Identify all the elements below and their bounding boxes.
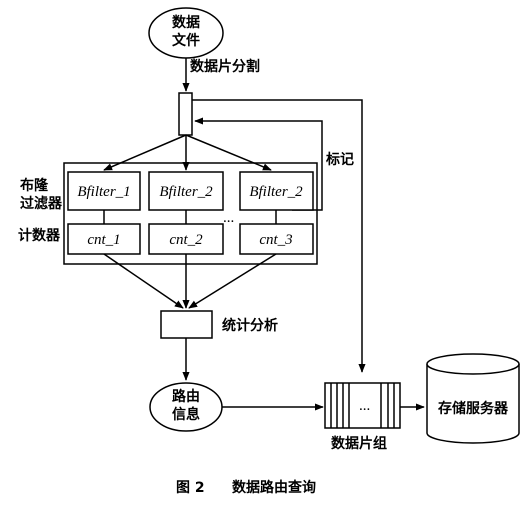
bloom-label: 布隆过滤器 xyxy=(20,177,63,212)
data-slice-group: ... xyxy=(324,382,401,429)
route-info-line1: 路由 xyxy=(172,388,200,405)
route-info-node: 路由信息 xyxy=(149,382,223,432)
stats-box xyxy=(160,310,213,339)
bfilter-2-label: Bfilter_2 xyxy=(159,184,213,200)
data-file-label: 数据文件 xyxy=(172,14,200,49)
split-label: 数据片分割 xyxy=(190,58,260,75)
storage-label: 存储服务器 xyxy=(438,400,509,417)
splitter-block xyxy=(178,92,193,136)
figure-title: 数据路由查询 xyxy=(232,479,316,496)
arrow-to-bfilter-1 xyxy=(103,134,187,171)
arrow-to-bfilter-3 xyxy=(185,134,272,171)
storage-server-node: 存储服务器 xyxy=(426,353,520,444)
data-file-node: 数据文件 xyxy=(148,7,224,59)
cnt-box-3 xyxy=(239,223,314,255)
route-info-label: 路由信息 xyxy=(172,388,200,423)
bloom-label-text: 布隆 xyxy=(20,177,49,194)
group-label: 数据片组 xyxy=(331,435,387,452)
arrow-cnt3-to-stats xyxy=(188,253,277,309)
data-file-line1: 数据 xyxy=(172,14,200,31)
label-line: 过滤器 xyxy=(20,195,63,212)
cnt-box-1 xyxy=(67,223,141,255)
arrow-splitter-to-group xyxy=(192,99,366,373)
label-line: 文件 xyxy=(172,32,200,49)
stats-label: 统计分析 xyxy=(222,317,278,334)
label-line: 信息 xyxy=(172,406,200,423)
figure-number: 图 2 xyxy=(176,480,205,496)
cnt-2-label: cnt_2 xyxy=(169,232,203,248)
counter-label: 计数器 xyxy=(18,227,61,244)
cnt-box-2 xyxy=(148,223,224,255)
bloom-filter-container xyxy=(63,162,318,265)
bfilter-ellipsis: ... xyxy=(223,210,234,226)
mark-label: 标记 xyxy=(325,151,354,168)
bfilter-1-label: Bfilter_1 xyxy=(77,184,130,200)
bfilter-box-1 xyxy=(67,171,141,211)
arrow-cnt1-to-stats xyxy=(103,253,184,309)
cnt-1-label: cnt_1 xyxy=(87,232,120,248)
group-ellipsis: ... xyxy=(359,398,370,414)
bfilter-3-label: Bfilter_2 xyxy=(249,184,303,200)
cnt-3-label: cnt_3 xyxy=(259,232,292,248)
